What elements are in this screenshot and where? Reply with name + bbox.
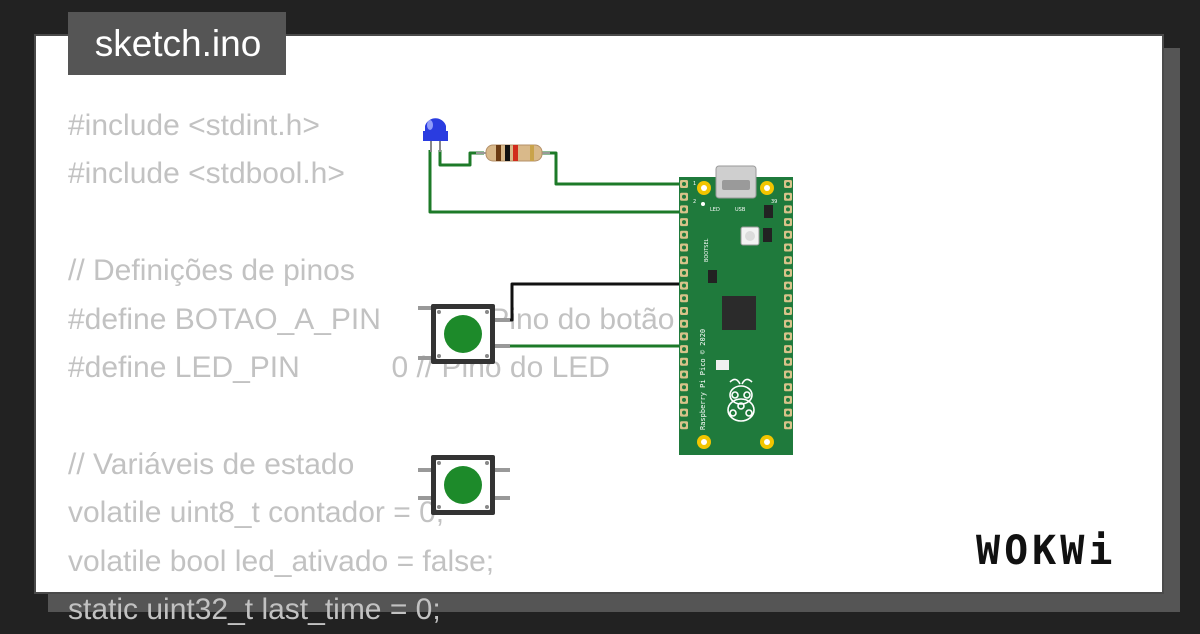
led-label: LED xyxy=(710,207,720,213)
header-pin-hole xyxy=(786,309,790,313)
usb-label: USB xyxy=(735,207,746,213)
wire-button-to-gnd[interactable] xyxy=(500,282,690,322)
pin-label-2: 2 xyxy=(693,199,696,205)
header-pin-hole xyxy=(682,372,686,377)
header-pin-hole xyxy=(682,347,686,352)
bootsel-label: BOOTSEL xyxy=(704,238,710,262)
header-pin-hole xyxy=(786,385,790,390)
header-pin-hole xyxy=(682,321,686,326)
header-pin-hole xyxy=(786,321,790,326)
header-pin-hole xyxy=(786,182,790,186)
resistor[interactable] xyxy=(476,144,550,162)
header-pin-hole xyxy=(682,423,686,428)
code-line: volatile bool led_ativado = false; xyxy=(68,544,495,578)
header-pin-hole xyxy=(682,270,686,275)
code-line: // Definições de pinos xyxy=(68,254,355,288)
header-pin-hole xyxy=(786,410,790,415)
header-pin-hole xyxy=(786,270,790,275)
header-pin-hole xyxy=(682,207,686,212)
sketch-title-tab[interactable]: sketch.ino xyxy=(68,12,286,75)
header-pin-hole xyxy=(786,245,790,250)
header-pin-hole xyxy=(682,334,686,339)
code-line: static uint32_t last_time = 0; xyxy=(68,592,441,626)
header-pin-hole xyxy=(682,258,686,263)
header-pin-hole xyxy=(786,334,790,339)
preview-card xyxy=(34,34,1164,594)
wire-led-cathode-to-gnd[interactable] xyxy=(428,150,690,214)
wire-resistor-to-gp0[interactable] xyxy=(540,151,690,186)
code-line: // Variáveis de estado xyxy=(68,447,355,481)
onboard-led xyxy=(701,202,705,206)
wokwi-logo: WOKWi xyxy=(976,528,1116,574)
header-pin-hole xyxy=(786,207,790,212)
pushbutton-b[interactable] xyxy=(418,455,510,515)
header-pin-hole xyxy=(786,232,790,237)
header-pin-hole xyxy=(682,194,686,199)
pushbutton-a[interactable] xyxy=(418,304,510,364)
header-pin-hole xyxy=(786,258,790,263)
header-pin-hole xyxy=(682,182,686,186)
blue-led[interactable] xyxy=(423,118,448,152)
pin-label-39: 39 xyxy=(771,199,777,205)
header-pin-hole xyxy=(682,410,686,415)
led-rim xyxy=(423,131,448,141)
header-pin-hole xyxy=(682,245,686,250)
wire-led-anode-to-resistor[interactable] xyxy=(438,150,484,167)
header-pin-hole xyxy=(682,397,686,402)
header-pin-hole xyxy=(682,296,686,301)
raspberry-pi-logo xyxy=(727,378,755,422)
button-cap xyxy=(444,315,482,353)
pin-label-1: 1 xyxy=(693,181,696,187)
header-pin-hole xyxy=(682,232,686,237)
resistor-band xyxy=(530,145,534,161)
header-pin-hole xyxy=(682,309,686,313)
header-pin-hole xyxy=(786,397,790,402)
button-cap xyxy=(444,466,482,504)
header-pin-hole xyxy=(786,220,790,225)
header-pin-hole xyxy=(786,283,790,288)
resistor-band xyxy=(496,145,501,161)
header-pin-hole xyxy=(682,283,686,288)
header-pin-hole xyxy=(786,194,790,199)
header-pin-hole xyxy=(786,359,790,364)
raspberry-pi-pico[interactable]: USB LED 1 2 39 BOOTSEL Raspberry Pi Pico… xyxy=(679,165,793,455)
resistor-band xyxy=(513,145,518,161)
rp2040-chip xyxy=(722,296,756,330)
code-line: #include <stdint.h> xyxy=(68,109,320,142)
resistor-band xyxy=(505,145,510,161)
wokwi-logo-text: WOKWi xyxy=(976,528,1117,574)
header-pin-hole xyxy=(786,372,790,377)
pico-pins xyxy=(680,180,792,430)
header-pin-hole xyxy=(682,359,686,364)
code-listing: #include <stdint.h> #include <stdbool.h>… xyxy=(68,102,701,634)
header-pin-hole xyxy=(786,423,790,428)
code-line: #include <stdbool.h> xyxy=(68,157,345,191)
header-pin-hole xyxy=(786,347,790,352)
header-pin-hole xyxy=(682,385,686,390)
header-pin-hole xyxy=(682,220,686,225)
header-pin-hole xyxy=(786,296,790,301)
board-silk-text: Raspberry Pi Pico © 2020 xyxy=(699,329,707,430)
